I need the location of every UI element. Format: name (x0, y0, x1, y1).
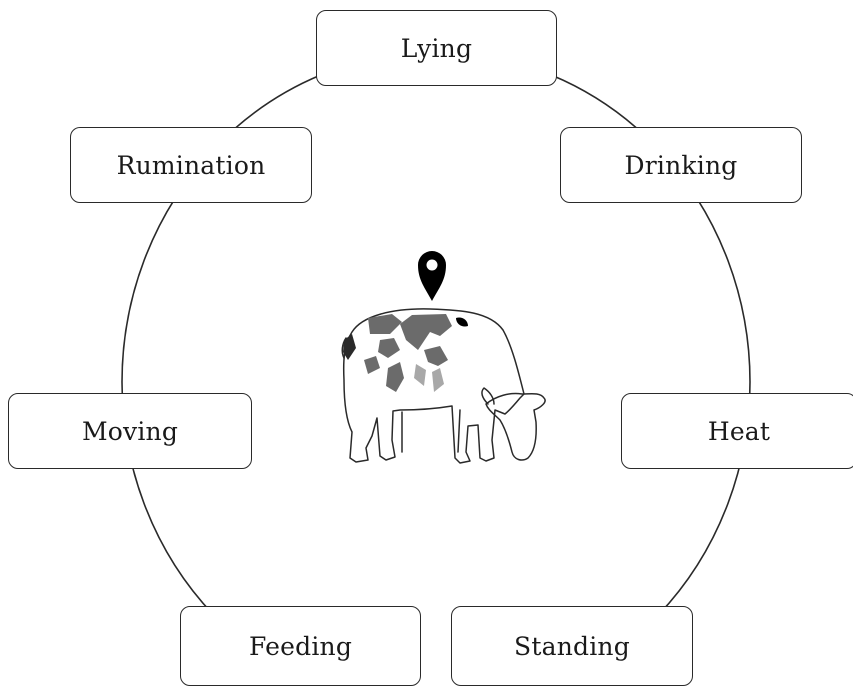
location-pin-icon (418, 251, 446, 301)
behavior-node-feeding: Feeding (180, 606, 421, 686)
cow-spots (343, 314, 468, 392)
behavior-node-lying: Lying (316, 10, 557, 86)
behavior-node-standing: Standing (451, 606, 693, 686)
behavior-node-drinking: Drinking (560, 127, 802, 203)
cow-icon (341, 308, 546, 464)
behavior-node-heat: Heat (621, 393, 853, 469)
behavior-node-rumination: Rumination (70, 127, 312, 203)
behavior-node-moving: Moving (8, 393, 252, 469)
